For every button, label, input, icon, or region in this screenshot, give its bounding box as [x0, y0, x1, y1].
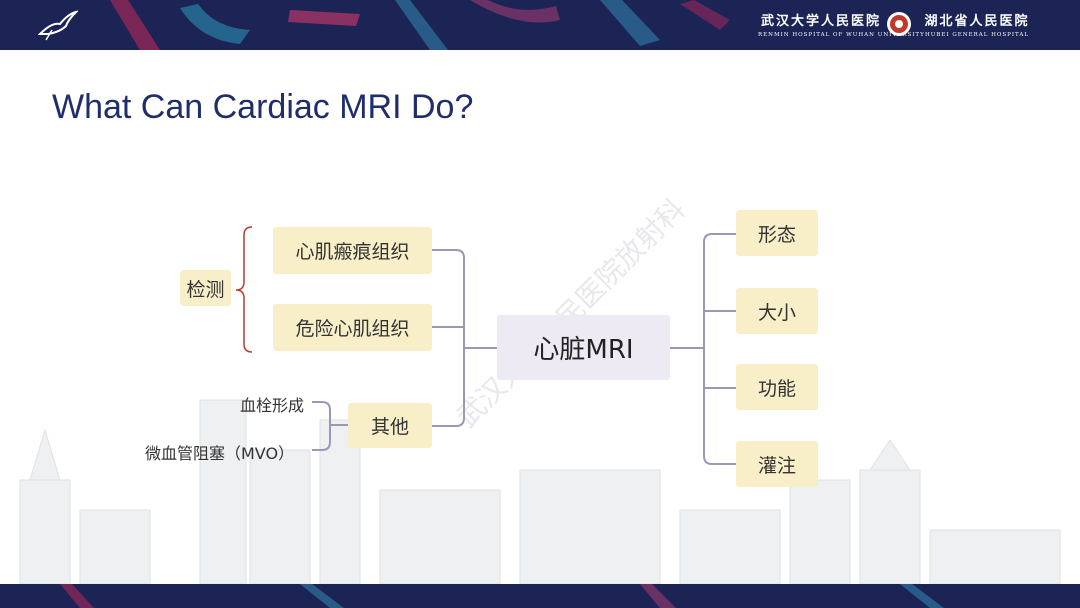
hospital-left-name: 武汉大学人民医院: [760, 14, 881, 29]
connector-detect-1: [432, 249, 465, 427]
page-title: What Can Cardiac MRI Do?: [52, 88, 474, 126]
detect-brace: [235, 226, 253, 353]
banner-decoration: [110, 0, 730, 50]
detect-node: 检测: [180, 270, 231, 306]
other-item-thrombus: 血栓形成: [240, 396, 305, 415]
top-banner: 武汉大学人民医院 RENMIN HOSPITAL OF WUHAN UNIVER…: [0, 0, 1080, 50]
bottom-banner-decoration: [60, 584, 944, 608]
other-item-mvo: 微血管阻塞（MVO）: [145, 444, 295, 463]
right-item-size: 大小: [736, 288, 818, 334]
right-item-morphology: 形态: [736, 210, 818, 256]
crane-logo-icon: [38, 10, 78, 41]
connector-other-branch: [312, 401, 331, 451]
hospital-right-english: HUBEI GENERAL HOSPITAL: [924, 32, 1030, 38]
hospital-seal-icon: [887, 12, 911, 36]
hospital-left-logo: 武汉大学人民医院 RENMIN HOSPITAL OF WUHAN UNIVER…: [758, 10, 925, 38]
hospital-left-english: RENMIN HOSPITAL OF WUHAN UNIVERSITY: [758, 32, 925, 38]
right-item-perfusion: 灌注: [736, 441, 818, 487]
right-item-function: 功能: [736, 364, 818, 410]
bottom-banner: [0, 584, 1080, 608]
detect-item-risk: 危险心肌组织: [273, 304, 432, 351]
detect-item-scar: 心肌瘢痕组织: [273, 227, 432, 274]
connector-right-branch: [703, 233, 736, 465]
hospital-right-logo: 湖北省人民医院 HUBEI GENERAL HOSPITAL: [914, 10, 1040, 38]
other-node: 其他: [348, 403, 432, 448]
hospital-right-name: 湖北省人民医院: [924, 14, 1030, 29]
center-node: 心脏MRI: [497, 315, 670, 380]
